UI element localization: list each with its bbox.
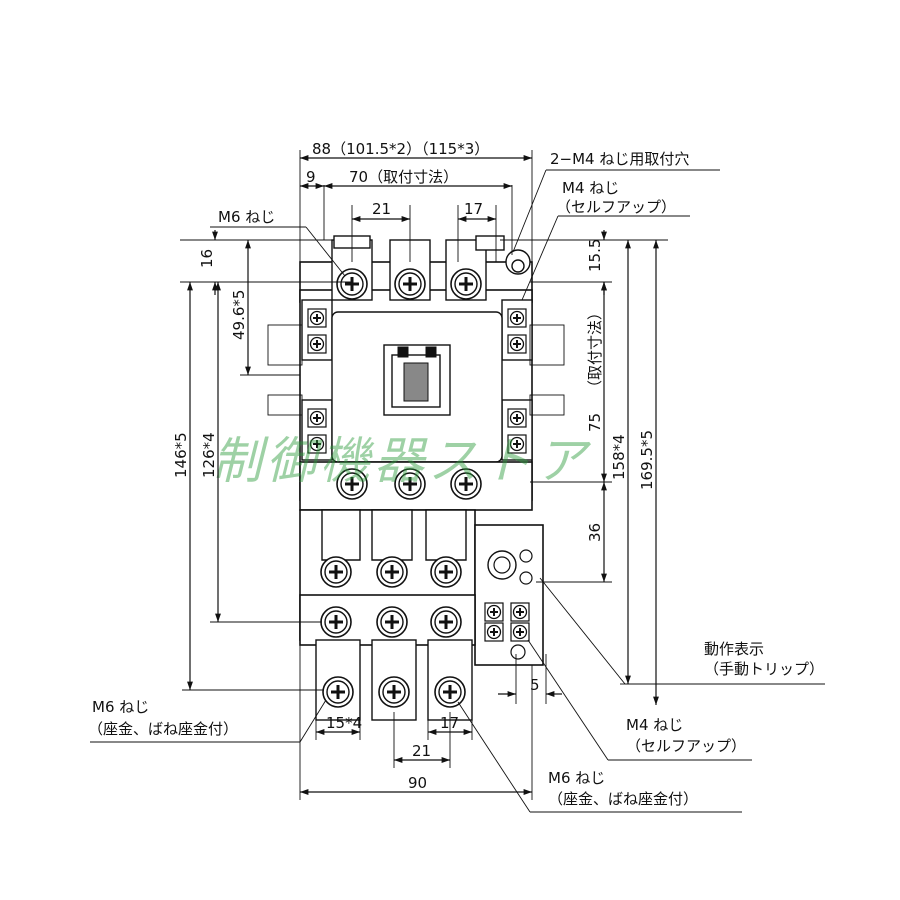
callout-m6-br-1: M6 ねじ xyxy=(548,769,605,787)
callout-m4-top-2: （セルフアップ） xyxy=(556,198,676,216)
top-callouts: 2−M4 ねじ用取付穴 M4 ねじ （セルフアップ） M6 ねじ xyxy=(210,150,720,301)
relay-screw-3 xyxy=(429,555,463,589)
dim-75: 75 xyxy=(586,413,604,432)
dim-15-4: 15*4 xyxy=(326,714,362,732)
callout-m6-br-2: （座金、ばね座金付） xyxy=(548,790,698,808)
relay-screw-6 xyxy=(429,605,463,639)
top-screw-1 xyxy=(335,267,369,301)
dim-pitch-17: 17 xyxy=(464,200,483,218)
right-dimensions: 15.5 （取付寸法） 75 36 158*4 169.5*5 xyxy=(500,230,668,705)
dim-overall-width: 88（101.5*2）（115*3） xyxy=(312,140,489,158)
dim-15-5: 15.5 xyxy=(586,239,604,272)
dim-5: 5 xyxy=(530,676,540,694)
dim-169-5: 169.5*5 xyxy=(638,430,656,490)
dim-17-bottom: 17 xyxy=(440,714,459,732)
dim-126: 126*4 xyxy=(200,432,218,478)
callout-m6-top: M6 ねじ xyxy=(218,208,275,226)
dim-146: 146*5 xyxy=(172,432,190,478)
callout-m6-bl-2: （座金、ばね座金付） xyxy=(88,720,238,738)
bottom-screw-3 xyxy=(433,675,467,709)
dim-9: 9 xyxy=(306,168,316,186)
bottom-left-callout: M6 ねじ （座金、ばね座金付） xyxy=(88,698,327,743)
callout-m4-bottom-1: M4 ねじ xyxy=(626,716,683,734)
top-screw-3 xyxy=(449,267,483,301)
callout-m6-bl-1: M6 ねじ xyxy=(92,698,149,716)
top-dimensions: 88（101.5*2）（115*3） 9 70（取付寸法） 21 17 xyxy=(299,140,533,262)
relay-screw-4 xyxy=(319,605,353,639)
callout-m4-bottom-2: （セルフアップ） xyxy=(626,737,746,755)
terminal-screws xyxy=(307,267,533,709)
bottom-screw-2 xyxy=(377,675,411,709)
relay-screw-1 xyxy=(319,555,353,589)
bottom-right-callouts: 動作表示 （手動トリップ） 5 M4 ねじ （セルフアップ） M6 ねじ （座金… xyxy=(457,577,825,813)
callout-m4-top-1: M4 ねじ xyxy=(562,179,619,197)
top-screw-2 xyxy=(393,267,427,301)
relay-screw-5 xyxy=(375,605,409,639)
dim-21-bottom: 21 xyxy=(412,742,431,760)
dim-mount-vertical: （取付寸法） xyxy=(586,305,604,395)
dim-158: 158*4 xyxy=(610,434,628,480)
dim-90: 90 xyxy=(408,774,427,792)
left-dimensions: 16 49.6*5 126*4 146*5 xyxy=(172,230,352,691)
bottom-dimensions: 15*4 17 21 90 xyxy=(299,645,533,800)
callout-trip-1: 動作表示 xyxy=(704,640,764,658)
relay-screw-2 xyxy=(375,555,409,589)
dim-36: 36 xyxy=(586,523,604,542)
callout-trip-2: （手動トリップ） xyxy=(704,660,824,678)
dim-16: 16 xyxy=(198,249,216,268)
bottom-screw-1 xyxy=(321,675,355,709)
dim-49-6: 49.6*5 xyxy=(230,290,248,340)
dim-pitch-21: 21 xyxy=(372,200,391,218)
callout-mount-holes: 2−M4 ねじ用取付穴 xyxy=(550,150,689,168)
dim-mount-width: 70（取付寸法） xyxy=(349,168,458,186)
watermark: 制御機器ストア xyxy=(212,432,591,490)
